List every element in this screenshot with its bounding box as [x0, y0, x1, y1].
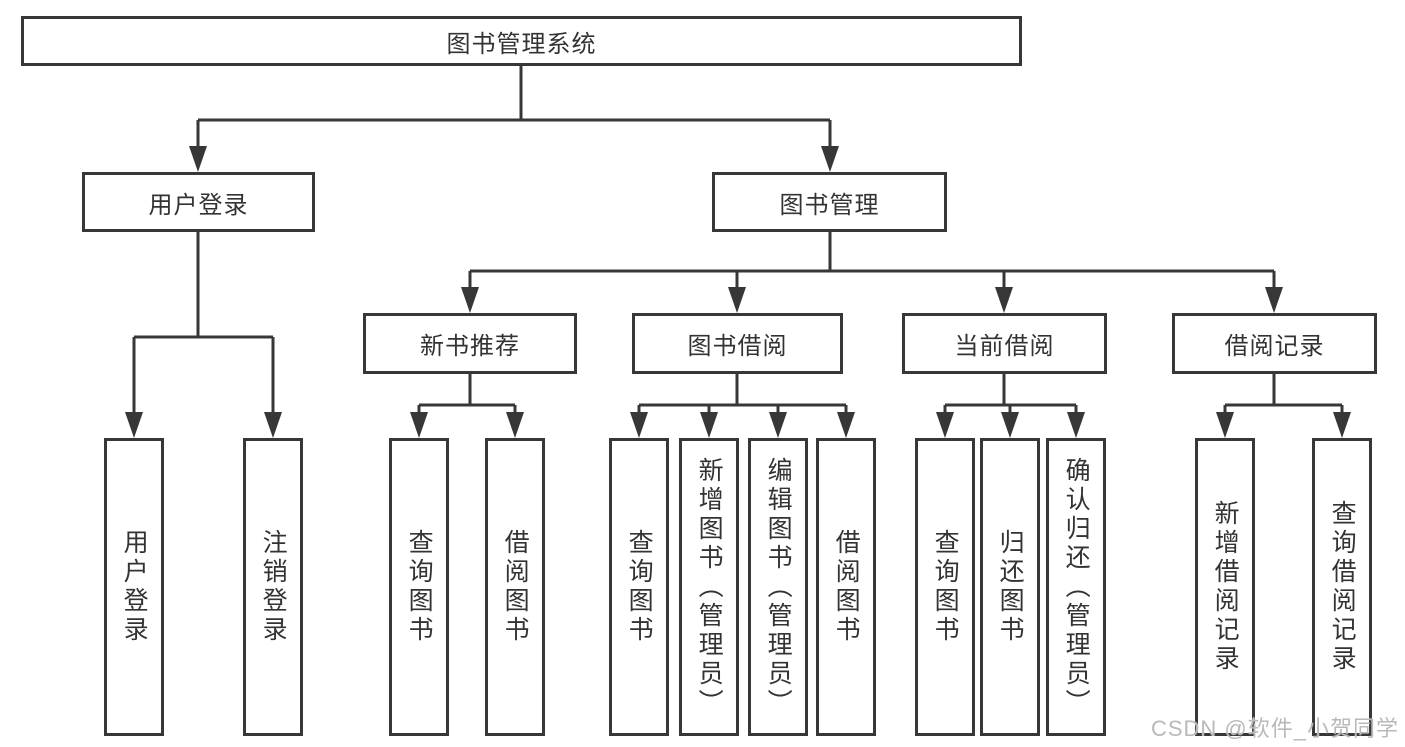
arrowhead-down-icon [1067, 412, 1085, 438]
leaf-recommend-borrow-books-label: 借阅图书 [501, 529, 530, 645]
leaf-records-add-record: 新增借阅记录 [1195, 438, 1255, 736]
connector-borrowing-records-to-leaves [1223, 373, 1344, 413]
csdn-watermark: CSDN @软件_小贺同学 [1150, 716, 1399, 741]
leaf-current-query-books-label: 查询图书 [931, 529, 960, 645]
arrowhead-down-icon [410, 412, 428, 438]
arrowhead-down-icon [1216, 412, 1234, 438]
arrowhead-down-icon [264, 412, 282, 438]
leaf-recommend-query-books-label: 查询图书 [405, 529, 434, 645]
node-borrowing-records-label: 借阅记录 [1224, 333, 1325, 360]
leaf-borrowing-edit-books-admin-label: 编辑图书（管理员） [764, 456, 793, 718]
leaf-logout-login: 注销登录 [243, 438, 303, 736]
arrowhead-down-icon [506, 412, 524, 438]
arrowhead-down-icon [821, 146, 839, 172]
node-book-management: 图书管理 [712, 172, 947, 232]
arrowhead-down-icon [700, 412, 718, 438]
leaf-borrowing-borrow-books: 借阅图书 [816, 438, 876, 736]
node-new-book-recommend-label: 新书推荐 [420, 333, 520, 360]
arrowhead-down-icon [125, 412, 143, 438]
node-book-borrowing: 图书借阅 [632, 313, 843, 374]
leaf-current-confirm-return-admin: 确认归还（管理员） [1046, 438, 1106, 736]
arrowhead-down-icon [1265, 287, 1283, 313]
arrowhead-down-icon [1333, 412, 1351, 438]
leaf-current-confirm-return-admin-label: 确认归还（管理员） [1062, 456, 1091, 718]
node-borrowing-records: 借阅记录 [1172, 313, 1377, 374]
arrowhead-down-icon [995, 287, 1013, 313]
node-user-login-label: 用户登录 [148, 191, 249, 219]
connector-book-borrowing-to-leaves [637, 373, 848, 413]
node-book-borrowing-label: 图书借阅 [687, 333, 788, 360]
connector-user-login-to-leaves [132, 232, 275, 413]
leaf-borrowing-query-books-label: 查询图书 [625, 529, 654, 645]
leaf-current-query-books: 查询图书 [915, 438, 975, 736]
leaf-borrowing-borrow-books-label: 借阅图书 [832, 529, 861, 645]
leaf-current-return-books: 归还图书 [980, 438, 1040, 736]
arrowhead-down-icon [728, 287, 746, 313]
node-current-borrowing-label: 当前借阅 [954, 333, 1055, 360]
leaf-borrowing-query-books: 查询图书 [609, 438, 669, 736]
arrowhead-down-icon [936, 412, 954, 438]
leaf-user-login-label: 用户登录 [120, 529, 149, 645]
leaf-borrowing-add-books-admin-label: 新增图书（管理员） [695, 456, 724, 718]
leaf-recommend-query-books: 查询图书 [389, 438, 449, 736]
arrowhead-down-icon [461, 287, 479, 313]
connector-new-book-recommend-to-leaves [417, 373, 517, 413]
connector-root-to-level2 [196, 66, 832, 147]
leaf-records-add-record-label: 新增借阅记录 [1211, 500, 1240, 674]
node-user-login: 用户登录 [82, 172, 315, 232]
leaf-borrowing-edit-books-admin: 编辑图书（管理员） [748, 438, 808, 736]
node-current-borrowing: 当前借阅 [902, 313, 1107, 374]
leaf-records-query-record: 查询借阅记录 [1312, 438, 1372, 736]
arrowhead-down-icon [837, 412, 855, 438]
leaf-logout-login-label: 注销登录 [259, 529, 288, 645]
arrowheads [125, 146, 1351, 438]
connector-book-management-to-level3 [468, 232, 1276, 288]
node-new-book-recommend: 新书推荐 [363, 313, 577, 374]
arrowhead-down-icon [189, 146, 207, 172]
leaf-current-return-books-label: 归还图书 [996, 529, 1025, 645]
node-book-management-label: 图书管理 [779, 191, 880, 219]
arrowhead-down-icon [1001, 412, 1019, 438]
connector-current-borrowing-to-leaves [943, 373, 1078, 413]
node-root: 图书管理系统 [21, 16, 1022, 66]
arrowhead-down-icon [769, 412, 787, 438]
leaf-user-login: 用户登录 [104, 438, 164, 736]
leaf-records-query-record-label: 查询借阅记录 [1328, 500, 1357, 674]
arrowhead-down-icon [630, 412, 648, 438]
leaf-recommend-borrow-books: 借阅图书 [485, 438, 545, 736]
node-root-label: 图书管理系统 [446, 30, 597, 58]
leaf-borrowing-add-books-admin: 新增图书（管理员） [679, 438, 739, 736]
connector-lines [132, 66, 1344, 413]
